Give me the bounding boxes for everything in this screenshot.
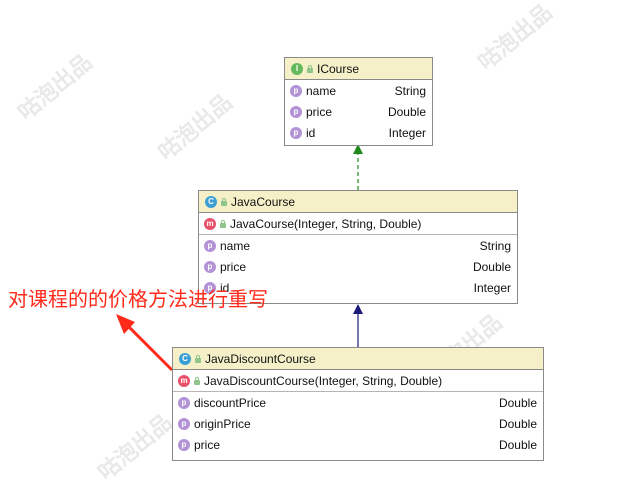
field-name: originPrice bbox=[194, 416, 251, 431]
constructor-section: m JavaDiscountCourse(Integer, String, Dou… bbox=[173, 370, 543, 392]
field-row: p discountPrice Double bbox=[173, 392, 543, 413]
method-icon: m bbox=[178, 374, 190, 387]
class-name: JavaDiscountCourse bbox=[205, 351, 316, 366]
field-name: price bbox=[306, 104, 333, 119]
field-type: Integer bbox=[388, 125, 426, 140]
annotation-arrowhead bbox=[116, 314, 135, 334]
field-name: name bbox=[220, 238, 251, 253]
method-signature: JavaCourse(Integer, String, Double) bbox=[230, 216, 422, 231]
field-type: Double bbox=[498, 416, 537, 431]
field-type: Double bbox=[387, 104, 426, 119]
class-icon: C bbox=[179, 352, 191, 365]
field-name: name bbox=[306, 83, 337, 98]
method-icon: m bbox=[204, 217, 216, 230]
method-row: m JavaDiscountCourse(Integer, String, Dou… bbox=[173, 370, 543, 391]
javacourse-header: C JavaCourse bbox=[199, 191, 517, 213]
property-icon: p bbox=[178, 438, 190, 451]
lock-icon bbox=[195, 354, 201, 363]
lock-icon bbox=[194, 376, 200, 385]
class-name: ICourse bbox=[317, 61, 360, 76]
javadiscountcourse-header: C JavaDiscountCourse bbox=[173, 348, 543, 370]
field-name: price bbox=[194, 437, 221, 452]
annotation-arrow-line bbox=[122, 320, 174, 372]
field-row: p originPrice Double bbox=[173, 413, 543, 434]
method-row: m JavaCourse(Integer, String, Double) bbox=[199, 213, 517, 234]
method-signature: JavaDiscountCourse(Integer, String, Doub… bbox=[204, 373, 443, 388]
lock-icon bbox=[307, 64, 313, 73]
annotation-text: 对课程的的价格方法进行重写 bbox=[8, 287, 268, 311]
property-icon: p bbox=[178, 417, 190, 430]
field-type: Double bbox=[472, 259, 511, 274]
implements-arrowhead bbox=[353, 144, 363, 154]
field-type: Double bbox=[498, 437, 537, 452]
constructor-section: m JavaCourse(Integer, String, Double) bbox=[199, 213, 517, 235]
javacourse-class-box[interactable]: C JavaCourse m JavaCourse(Integer, String… bbox=[198, 190, 518, 304]
interface-icon: I bbox=[291, 62, 303, 75]
icourse-header: I ICourse bbox=[285, 58, 432, 80]
class-icon: C bbox=[205, 195, 217, 208]
field-name: id bbox=[306, 125, 316, 140]
javadiscountcourse-class-box[interactable]: C JavaDiscountCourse m JavaDiscountCourse… bbox=[172, 347, 544, 461]
property-icon: p bbox=[178, 396, 190, 409]
lock-icon bbox=[221, 197, 227, 206]
lock-icon bbox=[220, 219, 226, 228]
field-type: String bbox=[394, 83, 426, 98]
field-name: price bbox=[220, 259, 247, 274]
field-name: id bbox=[220, 280, 230, 295]
field-type: Double bbox=[498, 395, 537, 410]
extends-arrowhead bbox=[353, 304, 363, 314]
class-name: JavaCourse bbox=[231, 194, 296, 209]
field-name: discountPrice bbox=[194, 395, 267, 410]
property-icon: p bbox=[204, 239, 216, 252]
property-icon: p bbox=[204, 260, 216, 273]
field-type: String bbox=[479, 238, 511, 253]
fields-section: p discountPrice Double p originPrice Doubl… bbox=[173, 392, 543, 455]
property-icon: p bbox=[204, 281, 216, 294]
property-icon: p bbox=[290, 105, 302, 118]
property-icon: p bbox=[290, 126, 302, 139]
field-type: Integer bbox=[473, 280, 511, 295]
property-icon: p bbox=[290, 84, 302, 97]
